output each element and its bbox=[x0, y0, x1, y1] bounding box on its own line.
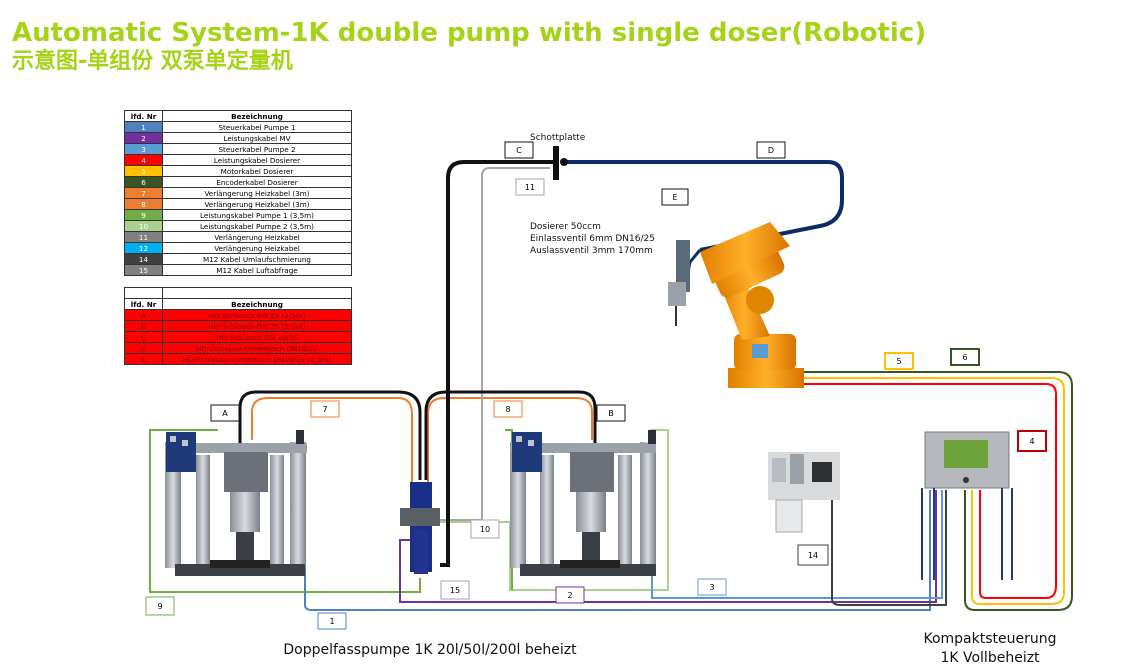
tag-d: D bbox=[756, 141, 786, 159]
svg-text:14: 14 bbox=[808, 551, 818, 560]
tag-4: 4 bbox=[1017, 430, 1047, 452]
svg-text:9: 9 bbox=[157, 602, 162, 611]
valve-unit bbox=[768, 452, 840, 533]
svg-text:D: D bbox=[768, 146, 774, 155]
controller-caption-line2: 1K Vollbeheizt bbox=[940, 650, 1040, 666]
svg-text:6: 6 bbox=[962, 353, 967, 362]
cable-col-name: Bezeichnung bbox=[162, 110, 352, 122]
controller-caption-line1: Kompaktsteuerung bbox=[923, 631, 1057, 647]
hose-col-name: Bezeichnung bbox=[162, 298, 352, 310]
svg-text:15: 15 bbox=[450, 586, 460, 595]
tag-3: 3 bbox=[697, 578, 727, 596]
page-title: Automatic System-1K double pump with sin… bbox=[12, 18, 927, 48]
controller bbox=[921, 431, 1013, 580]
hose-b bbox=[424, 390, 597, 480]
cable-14 bbox=[831, 490, 947, 606]
dosierer-label-2: Einlassventil 6mm DN16/25 bbox=[530, 234, 655, 244]
hose-name-cell: HD-Schlauch Dynamisch DN16/25 (2,5m) bbox=[162, 353, 352, 365]
svg-text:E: E bbox=[672, 193, 677, 202]
cable-7 bbox=[251, 397, 413, 490]
svg-text:10: 10 bbox=[480, 525, 490, 534]
hose-nr-cell: E bbox=[124, 353, 163, 365]
svg-text:C: C bbox=[516, 146, 522, 155]
cable-name-cell: M12 Kabel Luftabfrage bbox=[162, 264, 352, 276]
page-subtitle: 示意图-单组份 双泵单定量机 bbox=[12, 49, 293, 74]
svg-text:4: 4 bbox=[1029, 437, 1034, 446]
cable-9 bbox=[149, 429, 421, 593]
hose-d bbox=[562, 160, 844, 252]
cable-1 bbox=[304, 490, 931, 611]
hose-c bbox=[440, 160, 555, 567]
robot bbox=[668, 222, 804, 388]
tag-14: 14 bbox=[797, 544, 829, 566]
pump-1 bbox=[165, 430, 307, 576]
tag-9: 9 bbox=[145, 596, 175, 616]
svg-text:7: 7 bbox=[322, 405, 327, 414]
tag-8: 8 bbox=[493, 400, 523, 418]
cable-nr-cell: 15 bbox=[124, 264, 163, 276]
dosierer-label-1: Dosierer 50ccm bbox=[530, 222, 601, 232]
hose-a bbox=[238, 390, 422, 480]
pump-caption: Doppelfasspumpe 1K 20l/50l/200l beheizt bbox=[283, 642, 577, 658]
schottplatte bbox=[553, 146, 559, 180]
cable-4 bbox=[800, 383, 1057, 599]
svg-text:B: B bbox=[608, 409, 614, 418]
svg-text:3: 3 bbox=[709, 583, 714, 592]
svg-text:2: 2 bbox=[567, 591, 572, 600]
dosierer-label-3: Auslassventil 3mm 170mm bbox=[530, 246, 653, 256]
tag-11: 11 bbox=[515, 178, 545, 196]
tag-b: B bbox=[596, 404, 626, 422]
tag-1: 1 bbox=[317, 612, 347, 630]
tag-10: 10 bbox=[470, 519, 500, 539]
svg-text:11: 11 bbox=[525, 183, 535, 192]
svg-text:5: 5 bbox=[896, 357, 901, 366]
tag-a: A bbox=[210, 404, 240, 422]
svg-text:8: 8 bbox=[505, 405, 510, 414]
svg-text:A: A bbox=[222, 409, 228, 418]
cable-5 bbox=[800, 377, 1065, 605]
tag-labels: A B C D E 1 2 3 4 5 6 7 8 9 10 11 14 15 bbox=[145, 141, 1047, 630]
tag-6: 6 bbox=[950, 348, 980, 366]
distribution-block bbox=[400, 482, 440, 574]
cable-8 bbox=[427, 397, 593, 490]
tag-2: 2 bbox=[555, 586, 585, 604]
schottplatte-label: Schottplatte bbox=[530, 133, 586, 143]
tag-c: C bbox=[504, 141, 534, 159]
cable-11 bbox=[440, 167, 550, 521]
svg-text:1: 1 bbox=[329, 617, 334, 626]
pump-2 bbox=[510, 430, 656, 576]
tag-7: 7 bbox=[310, 400, 340, 418]
cable-6 bbox=[800, 371, 1073, 611]
cable-2 bbox=[399, 490, 937, 603]
tag-5: 5 bbox=[884, 352, 914, 370]
tag-e: E bbox=[661, 188, 689, 206]
tag-15: 15 bbox=[440, 580, 470, 600]
